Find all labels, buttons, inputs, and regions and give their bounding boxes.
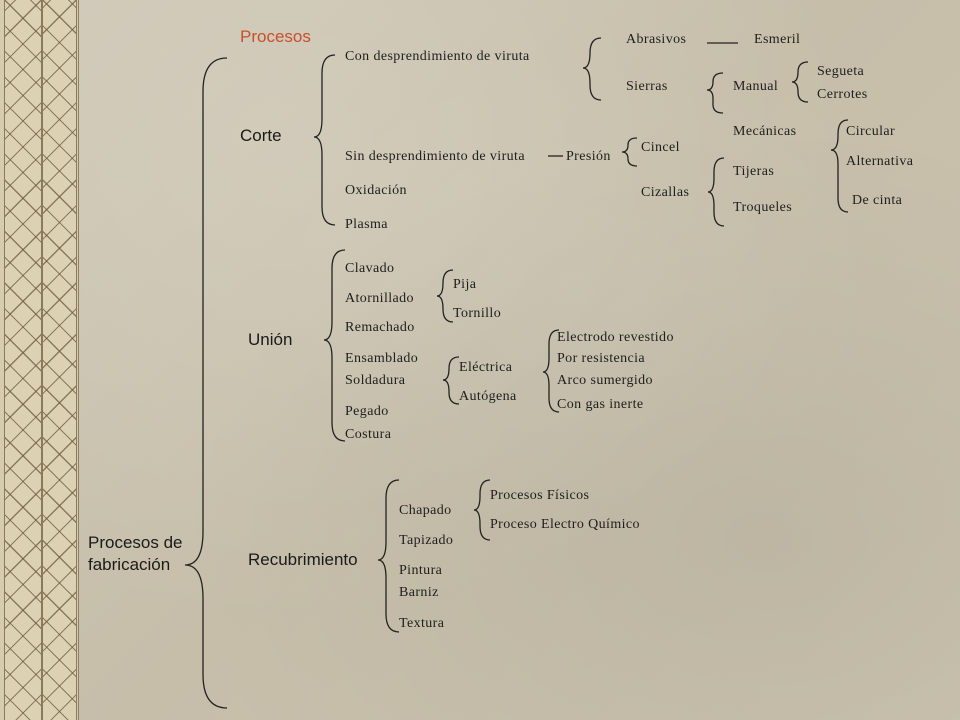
- root-label-line1: Procesos de: [88, 533, 183, 552]
- brace-presion: [621, 137, 638, 167]
- node-cerrotes: Cerrotes: [817, 87, 868, 102]
- brace-root: [184, 57, 228, 709]
- brace-manual: [791, 61, 809, 103]
- node-sierras: Sierras: [626, 79, 668, 94]
- node-con-gas-inerte: Con gas inerte: [557, 397, 644, 412]
- node-pegado: Pegado: [345, 404, 389, 419]
- node-proceso-electro-quimico: Proceso Electro Químico: [490, 517, 640, 532]
- brace-cizallas: [707, 157, 725, 227]
- node-electrica: Eléctrica: [459, 360, 513, 375]
- node-clavado: Clavado: [345, 261, 395, 276]
- node-presion: Presión: [566, 149, 611, 164]
- node-chapado: Chapado: [399, 503, 452, 518]
- diagram-title: Procesos: [240, 27, 311, 46]
- node-ensamblado: Ensamblado: [345, 351, 419, 366]
- node-troqueles: Troqueles: [733, 200, 793, 215]
- node-plasma: Plasma: [345, 217, 388, 232]
- brace-atornillado: [436, 269, 454, 323]
- brace-soldadura: [442, 356, 460, 405]
- brace-recubrimiento: [377, 479, 400, 633]
- brace-con-desprendimiento: [582, 37, 602, 101]
- node-arco-sumergido: Arco sumergido: [557, 373, 653, 388]
- node-circular: Circular: [846, 124, 896, 139]
- node-de-cinta: De cinta: [852, 193, 903, 208]
- node-textura: Textura: [399, 616, 445, 631]
- node-barniz: Barniz: [399, 585, 439, 600]
- decorative-border-strip: [0, 0, 79, 720]
- node-abrasivos: Abrasivos: [626, 32, 687, 47]
- node-mecanicas: Mecánicas: [733, 124, 797, 139]
- node-tapizado: Tapizado: [399, 533, 454, 548]
- brace-union: [323, 249, 346, 442]
- node-tijeras: Tijeras: [733, 164, 775, 179]
- node-alternativa: Alternativa: [846, 154, 914, 169]
- root-label-line2: fabricación: [88, 555, 171, 574]
- node-cizallas: Cizallas: [641, 185, 690, 200]
- node-oxidacion: Oxidación: [345, 183, 407, 198]
- node-atornillado: Atornillado: [345, 291, 414, 306]
- node-corte: Corte: [240, 126, 282, 145]
- node-soldadura: Soldadura: [345, 373, 406, 388]
- brace-corte: [313, 54, 336, 226]
- lattice-pattern: [42, 0, 77, 720]
- node-costura: Costura: [345, 427, 392, 442]
- node-cincel: Cincel: [641, 140, 680, 155]
- node-manual: Manual: [733, 79, 779, 94]
- node-recubrimiento: Recubrimiento: [248, 550, 358, 569]
- node-por-resistencia: Por resistencia: [557, 351, 646, 366]
- node-pija: Pija: [453, 277, 477, 292]
- node-tornillo: Tornillo: [453, 306, 502, 321]
- node-pintura: Pintura: [399, 563, 443, 578]
- node-union: Unión: [248, 330, 293, 349]
- node-remachado: Remachado: [345, 320, 415, 335]
- node-segueta: Segueta: [817, 64, 865, 79]
- lattice-pattern: [4, 0, 42, 720]
- node-esmeril: Esmeril: [754, 32, 801, 47]
- node-con-desprendimiento: Con desprendimiento de viruta: [345, 49, 530, 64]
- node-electrodo-revestido: Electrodo revestido: [557, 330, 674, 345]
- brace-chapado: [473, 479, 491, 541]
- brace-sierras: [706, 72, 724, 114]
- node-procesos-fisicos: Procesos Físicos: [490, 488, 590, 503]
- node-sin-desprendimiento: Sin desprendimiento de viruta: [345, 149, 525, 164]
- node-autogena: Autógena: [459, 389, 517, 404]
